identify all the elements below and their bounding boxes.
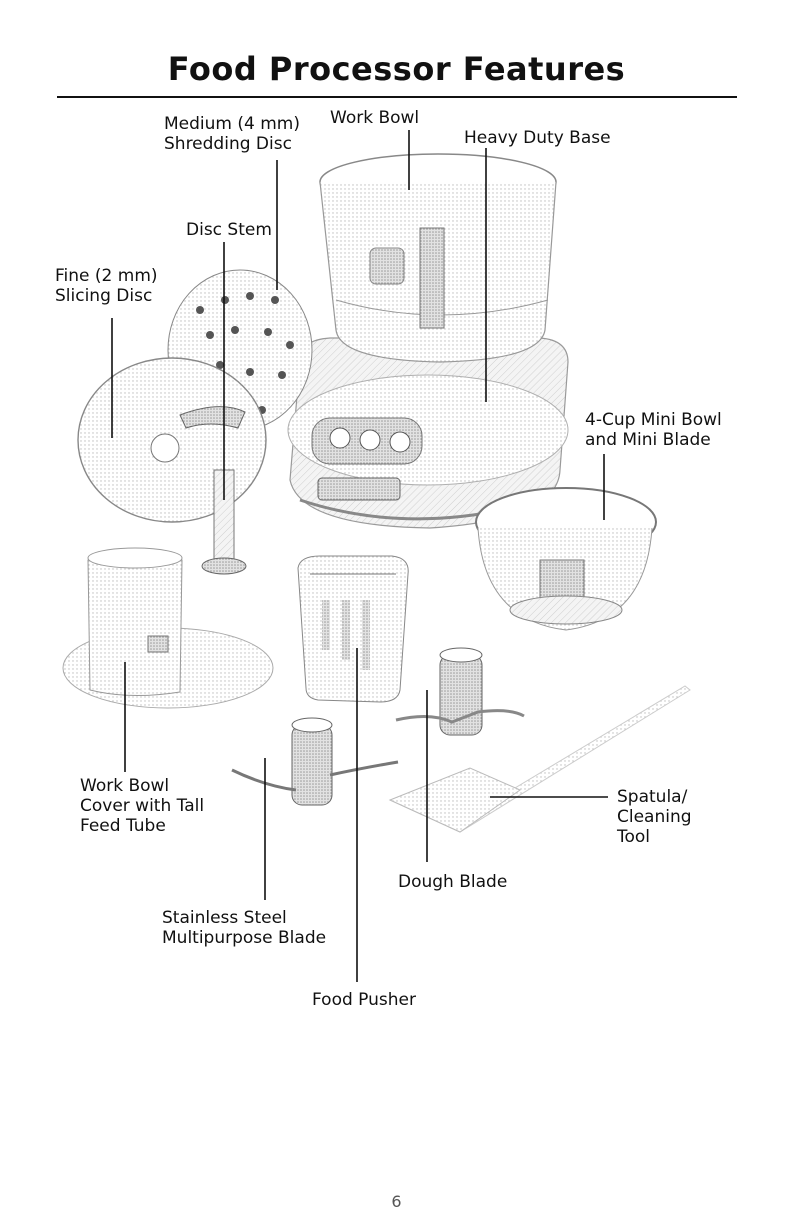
label-dough-blade: Dough Blade — [398, 872, 507, 892]
label-line: Slicing Disc — [55, 286, 158, 306]
label-line: Food Pusher — [312, 990, 416, 1010]
label-slicing-disc: Fine (2 mm) Slicing Disc — [55, 266, 158, 306]
label-food-pusher: Food Pusher — [312, 990, 416, 1010]
label-work-bowl-cover: Work Bowl Cover with Tall Feed Tube — [80, 776, 204, 836]
label-spatula: Spatula/ Cleaning Tool — [617, 787, 692, 847]
label-line: 4-Cup Mini Bowl — [585, 410, 722, 430]
label-line: Spatula/ — [617, 787, 692, 807]
dough-blade-drawing — [396, 648, 524, 735]
work-bowl-cover-drawing — [63, 548, 273, 708]
label-line: Shredding Disc — [164, 134, 300, 154]
label-shredding-disc: Medium (4 mm) Shredding Disc — [164, 114, 300, 154]
slicing-disc-drawing — [78, 358, 266, 522]
label-line: Heavy Duty Base — [464, 128, 611, 148]
label-multipurpose-blade: Stainless Steel Multipurpose Blade — [162, 908, 326, 948]
label-heavy-duty-base: Heavy Duty Base — [464, 128, 611, 148]
label-disc-stem: Disc Stem — [186, 220, 272, 240]
label-line: Multipurpose Blade — [162, 928, 326, 948]
work-bowl-drawing — [320, 154, 556, 362]
food-pusher-drawing — [298, 556, 408, 702]
label-line: Medium (4 mm) — [164, 114, 300, 134]
label-line: Cleaning — [617, 807, 692, 827]
label-line: Stainless Steel — [162, 908, 326, 928]
mini-bowl-drawing — [476, 488, 656, 630]
label-line: and Mini Blade — [585, 430, 722, 450]
label-line: Fine (2 mm) — [55, 266, 158, 286]
label-line: Work Bowl — [330, 108, 419, 128]
label-line: Work Bowl — [80, 776, 204, 796]
label-work-bowl: Work Bowl — [330, 108, 419, 128]
label-mini-bowl: 4-Cup Mini Bowl and Mini Blade — [585, 410, 722, 450]
label-line: Cover with Tall — [80, 796, 204, 816]
label-line: Disc Stem — [186, 220, 272, 240]
label-line: Feed Tube — [80, 816, 204, 836]
page-number: 6 — [0, 1192, 793, 1211]
multipurpose-blade-drawing — [232, 718, 398, 805]
label-line: Dough Blade — [398, 872, 507, 892]
label-line: Tool — [617, 827, 692, 847]
